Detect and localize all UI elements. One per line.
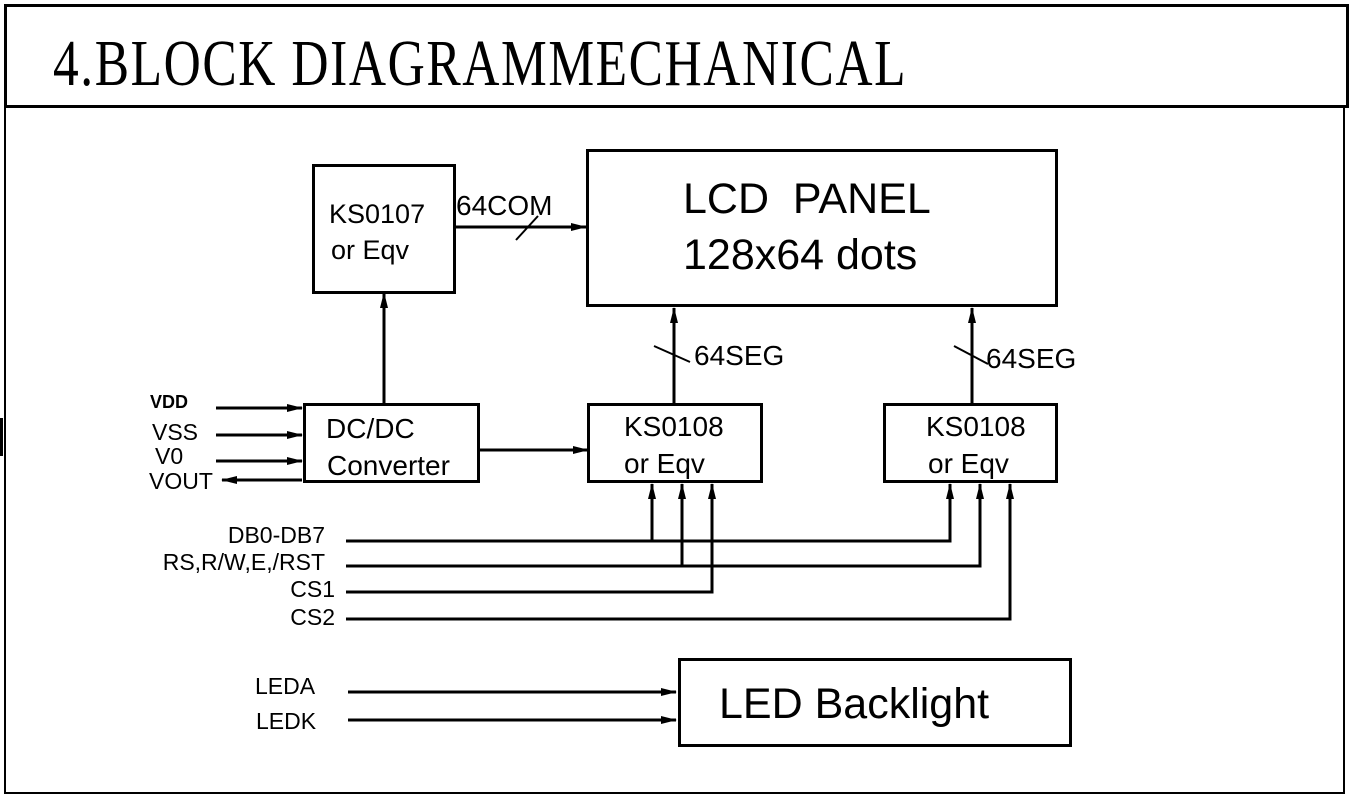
led-backlight-block: LED Backlight [678, 658, 1072, 747]
ctrl-bus-line [346, 483, 984, 568]
lcd-resolution-label: 128x64 dots [683, 231, 918, 279]
seg-left-slash [653, 345, 691, 363]
ks0107-label: KS0107 [329, 199, 426, 229]
vss-pin-label: VSS [152, 419, 199, 445]
com-bus-label: 64COM [456, 190, 553, 221]
cs2-line [346, 483, 1014, 621]
ks0107-sublabel: or Eqv [331, 235, 410, 265]
db-bus-label: DB0-DB7 [227, 522, 325, 548]
cs1-line [346, 483, 716, 594]
leda-label: LEDA [255, 673, 316, 699]
db-bus-line [346, 483, 954, 543]
dcdc-label: DC/DC [326, 413, 415, 444]
cs1-label: CS1 [290, 576, 335, 602]
ks0108-right-sublabel: or Eqv [928, 448, 1009, 479]
vout-pin-label: VOUT [149, 468, 213, 494]
v0-pin-label: V0 [155, 443, 184, 469]
page-title: 4.BLOCK DIAGRAMMECHANICAL [53, 27, 908, 100]
ctrl-bus-label: RS,R/W,E,/RST [162, 549, 325, 575]
ks0108-right-label: KS0108 [926, 411, 1026, 442]
lcd-panel-label: LCD PANEL [683, 175, 931, 223]
seg-right-slash [953, 345, 989, 365]
ks0108-right-block: KS0108 or Eqv [883, 403, 1058, 483]
ks0108-left-block: KS0108 or Eqv [587, 403, 763, 483]
ks0108-left-label: KS0108 [624, 411, 724, 442]
ks0107-block: KS0107 or Eqv [312, 164, 456, 294]
title-bar: 4.BLOCK DIAGRAMMECHANICAL [4, 4, 1349, 108]
led-backlight-label: LED Backlight [719, 680, 990, 728]
seg-left-bus-label: 64SEG [694, 340, 785, 371]
converter-label: Converter [327, 450, 450, 481]
ledk-label: LEDK [256, 708, 317, 734]
dcdc-converter-block: DC/DC Converter [303, 403, 480, 483]
lcd-panel-block: LCD PANEL 128x64 dots [586, 149, 1058, 307]
ks0108-left-sublabel: or Eqv [624, 448, 705, 479]
seg-right-bus-label: 64SEG [986, 343, 1077, 374]
com-bus-slash [515, 215, 539, 241]
vdd-pin-label: VDD [150, 392, 189, 412]
edge-marker [0, 418, 3, 456]
cs2-label: CS2 [290, 604, 335, 630]
